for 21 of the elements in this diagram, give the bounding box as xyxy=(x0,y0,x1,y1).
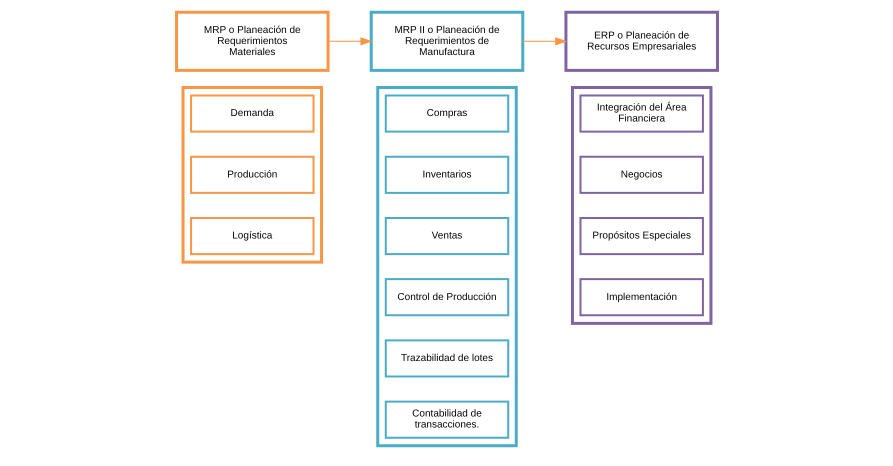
arrow xyxy=(522,37,567,46)
node-box: Integración del Área Financiera xyxy=(578,94,704,133)
node-box: Contabilidad de transacciones. xyxy=(384,400,509,439)
node-box: Implementación xyxy=(578,278,704,316)
node-box: Propósitos Especiales xyxy=(578,216,704,256)
node-box: Producción xyxy=(190,156,314,194)
node-box: MRP II o Planeación de Requerimientos de Manufactura xyxy=(369,10,524,72)
node-box: Demanda xyxy=(190,94,314,133)
node-box: Negocios xyxy=(578,156,704,194)
node-box: ERP o Planeación de Recursos Empresariales xyxy=(564,10,718,72)
node-box: MRP o Planeación de Requerimientos Materiales xyxy=(174,10,330,72)
cluster xyxy=(570,86,712,325)
cluster xyxy=(181,86,323,264)
arrow xyxy=(328,37,372,46)
node-box: Control de Producción xyxy=(384,278,509,316)
node-box: Compras xyxy=(384,94,509,133)
node-box: Inventarios xyxy=(384,156,509,194)
node-box: Logística xyxy=(190,216,314,256)
node-box: Trazabilidad de lotes xyxy=(384,339,509,378)
cluster xyxy=(376,86,518,448)
node-box: Ventas xyxy=(384,216,509,256)
